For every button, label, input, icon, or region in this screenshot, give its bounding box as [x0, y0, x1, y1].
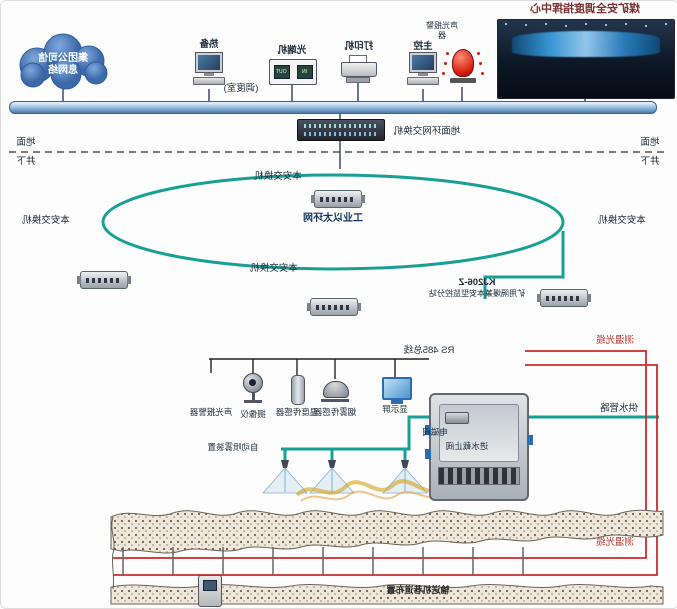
- port-out: OUT: [273, 65, 290, 79]
- host-label: 主控: [413, 41, 433, 52]
- intrinsically-safe-switch-icon: [77, 271, 128, 289]
- safe-switch-label-left: 本安交换机: [22, 215, 70, 226]
- boundary-surface-right: 地面: [640, 137, 660, 148]
- tunnel-top-strata: [110, 509, 664, 554]
- display-icon: [382, 377, 412, 404]
- substation-icon: [425, 393, 533, 501]
- rs485-bus: [209, 358, 429, 379]
- intrinsically-safe-switch-icon: [311, 190, 362, 208]
- boundary-surface-left: 地面: [16, 137, 36, 148]
- device-label-0: 声光报警器: [189, 407, 233, 417]
- substation-model-label: KJ206-Z: [458, 277, 496, 288]
- control-center-title: 煤矿安全调度指挥中心: [530, 3, 640, 15]
- operator-desks: [498, 67, 674, 98]
- surface-drop-lines: [62, 83, 586, 169]
- printer-label: 打印机: [344, 41, 374, 52]
- device-label-3: 烟雾传感器: [313, 407, 357, 417]
- boundary-underground-right: 井下: [640, 156, 660, 167]
- substation-name-label: 矿用隔爆兼本安型监控分站: [429, 289, 525, 298]
- intrinsically-safe-switch-icon: [307, 298, 358, 316]
- ground-ring-switch-icon: [297, 119, 385, 141]
- water-supply-label: 供水管路: [600, 403, 639, 414]
- safe-switch-label-right: 本安交换机: [598, 215, 646, 226]
- solenoid-valve-label: 电磁阀: [422, 427, 448, 437]
- thermo-cable-label-2: 测温光缆: [596, 537, 635, 548]
- underground-alarm-icon: [198, 575, 222, 607]
- backbone-bus-bar: [9, 101, 657, 114]
- intrinsically-safe-switch-icon: [537, 289, 588, 307]
- thermo-cable-label-1: 测温光缆: [596, 335, 635, 346]
- temperature-sensor-icon: [291, 375, 305, 405]
- cloud-icon: [19, 33, 108, 90]
- camera-icon: [240, 373, 266, 405]
- safe-switch-label-bottom: 本安交换机: [250, 263, 298, 274]
- printer-icon: [341, 55, 377, 83]
- device-label-4: 显示屏: [382, 404, 408, 414]
- dispatch-room-label: (调度室): [223, 83, 259, 94]
- big-screen: [512, 30, 660, 58]
- device-label-1: 摄像仪: [240, 409, 266, 419]
- optical-terminal-label: 光端机: [277, 45, 307, 56]
- cloud-label-line1: 集团公司信: [38, 53, 88, 64]
- thermo-cables: [113, 350, 658, 576]
- smoke-sensor-icon: [321, 381, 349, 402]
- optical-terminal-box-icon: OUT IN: [269, 59, 317, 85]
- boundary-underground-left: 井下: [16, 156, 36, 167]
- tunnel-left-edge: [111, 516, 115, 590]
- ground-ring-switch-label: 地面环网交换机: [393, 126, 461, 137]
- hot-standby-pc-icon: [193, 52, 225, 89]
- port-in: IN: [296, 65, 313, 79]
- ring-ellipse: [101, 173, 565, 271]
- spray-label: 自动喷雾装置: [207, 442, 259, 452]
- control-center-photo: [497, 19, 675, 99]
- substation-terminals: [438, 467, 520, 485]
- alarm-icon: [446, 49, 477, 87]
- host-pc-icon: [407, 52, 439, 89]
- rs485-label: RS 485总线: [403, 345, 455, 356]
- safe-switch-label-top: 本安交换机: [254, 171, 302, 182]
- switch-to-substation-line: [483, 231, 565, 299]
- hot-standby-label: 热备: [199, 39, 219, 50]
- alarm-label: 声光报警器: [426, 21, 458, 40]
- stop-valve-label: 进水截止阀: [445, 441, 489, 451]
- tunnel-label: 输送机巷道布置: [386, 585, 450, 595]
- ring-center-label: 工业以太环网: [303, 213, 363, 224]
- ceiling-lights: [505, 23, 508, 26]
- stop-valve-icon: [445, 412, 469, 424]
- hanger-rods: [122, 547, 524, 576]
- cloud-label-line2: 息网络: [48, 65, 78, 76]
